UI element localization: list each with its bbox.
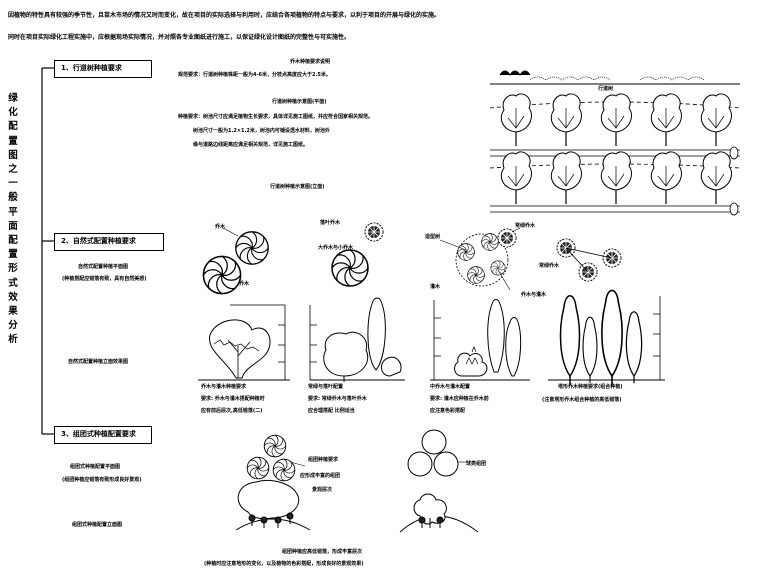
s3-elevation-2: [399, 493, 479, 533]
s1-tree-row-2: [489, 151, 741, 216]
s2-cap-3a: 中乔木与灌木配置: [430, 384, 471, 390]
section-2-label-box: 2、自然式配置种植要求: [54, 233, 164, 251]
s2-elevation-4: [548, 289, 665, 387]
s2-cap-1c: 应有前后层次,高低错落(二): [201, 408, 263, 414]
s2-cap-4a: 塔形乔木种植要求(组合种植): [558, 384, 623, 390]
vertical-title-char: 图: [8, 149, 18, 161]
header-note-1: 因植物的特性具有较强的季节性，且苗木市场的情况又时而变化，故在项目的实际选择与利…: [8, 12, 441, 19]
s2-label-g: 常绿乔木: [515, 223, 536, 229]
s2-label-i: 乔木与灌木: [521, 292, 547, 298]
vertical-title-char: 之: [8, 164, 18, 176]
vertical-title-char: 化: [8, 107, 18, 119]
s2-elevation-2: [309, 297, 405, 382]
s1-note-4: 缘与道路边线距离应满足相关规范，详见施工图纸。: [193, 142, 309, 148]
s2-elevation-3: [430, 299, 530, 381]
s3-note-1: 组团式种植配置平面图: [70, 464, 121, 470]
s1-note-title: 乔木种植要求说明: [290, 59, 331, 65]
vertical-title: 绿化配置图之一般平面配置形式效果分析: [7, 92, 19, 348]
s2-plan-group-1: [202, 227, 269, 295]
s1-tree-label: 行道树: [598, 86, 614, 92]
s2-label-f: 造型树: [425, 234, 441, 240]
s2-cap-2c: 应合理搭配 比例适当: [308, 408, 355, 414]
s3-plan-group-2: [407, 429, 468, 477]
s2-plan-group-3: [439, 227, 521, 291]
vertical-title-char: 配: [8, 121, 18, 133]
s2-label-d: 大乔木与小乔木: [318, 245, 354, 251]
vertical-title-char: 置: [8, 135, 18, 147]
vertical-title-char: 式: [8, 277, 18, 289]
section-1-label-box: 1、行道树种植要求: [54, 60, 152, 78]
vertical-title-char: 配: [8, 235, 18, 247]
section-3-label-box: 3、组团式种植配置要求: [54, 426, 152, 444]
s2-cap-3c: 应注意色彩搭配: [430, 408, 466, 414]
s3-right: 球类组团: [466, 461, 487, 467]
s3-note-1b: (组团种植应错落有致形成良好景观): [62, 477, 142, 483]
s2-cap-1b: 要求: 乔木与灌木搭配种植时: [201, 396, 265, 402]
s1-note-3: 树池尺寸一般为1.2×1.2米，树池内可铺设透水材料，树池外: [193, 128, 330, 134]
s2-elev-note: 自然式配置种植立面效果图: [68, 359, 129, 365]
s3-plan-group-1: [246, 434, 306, 482]
s2-plan-group-4: [556, 238, 622, 282]
vertical-title-char: 果: [8, 306, 18, 318]
header-note-2: 同时在项目实际绿化工程实施中，应根据现场实际情况，并对照各专业图纸进行施工，以保…: [8, 34, 351, 41]
s3-elevation-1: [235, 480, 311, 531]
vertical-title-char: 平: [8, 206, 18, 218]
s1-tree-row-1: [489, 93, 741, 160]
s2-elevation-1: [198, 304, 290, 381]
s2-label-a: 乔木: [215, 224, 226, 230]
vertical-title-char: 面: [8, 220, 18, 232]
section-bracket: [41, 67, 54, 435]
s2-label-c: 落叶乔木: [320, 220, 341, 226]
s2-cap-2b: 要求: 常绿乔木与落叶乔木: [308, 396, 367, 402]
s2-plan-note: 自然式配置种植平面图: [78, 264, 129, 270]
s1-note-2: 种植要求：树池尺寸应满足植物生长要求，具体详见施工图纸，并应符合国家相关规范。: [178, 114, 374, 120]
vertical-title-char: 置: [8, 249, 18, 261]
vertical-title-char: 析: [8, 334, 18, 346]
s2-plan-group-2: [331, 222, 384, 287]
s3-bottom: 组团种植应高低错落，形成丰富层次: [282, 549, 363, 555]
s1-note-elev-title: 行道树种植示意图(立面): [270, 184, 325, 190]
s3-bottom-2: (种植时应注意地形的变化，以及植物的色彩搭配，形成良好的景观效果): [204, 561, 364, 567]
vertical-title-char: 形: [8, 263, 18, 275]
section-2-label: 2、自然式配置种植要求: [61, 237, 136, 245]
s3-note-2: 组团式种植配置立面图: [72, 522, 123, 528]
vertical-title-char: 绿: [8, 93, 18, 104]
section-3-label: 3、组团式种植配置要求: [61, 430, 136, 438]
s2-cap-3b: 要求: 灌木应种植在乔木前: [430, 396, 489, 402]
s2-label-b: 乔木: [239, 281, 250, 287]
vertical-title-char: 一: [8, 178, 18, 190]
s2-label-j: 常绿乔木: [539, 263, 560, 269]
s2-cap-1a: 乔木与灌木种植要求: [201, 384, 247, 390]
s1-hedge-row: [490, 70, 740, 85]
vertical-title-char: 分: [8, 320, 18, 332]
s1-note-1: 规范要求：行道树种植株距一般为4-6米，分枝点高度应大于2.5米。: [178, 72, 331, 78]
s3-mid-1: 组团种植要求: [308, 457, 339, 463]
s3-mid-2: 应形成丰富的组团: [300, 473, 341, 479]
s1-note-plan-title: 行道树种植示意图(平面): [272, 99, 327, 105]
s2-label-h: 灌木: [430, 284, 441, 290]
vertical-title-char: 般: [8, 192, 18, 204]
s2-plan-note-2: (种植搭配应错落有致，具有自然美感): [62, 276, 147, 282]
s2-cap-2a: 常绿与落叶配置: [308, 384, 344, 390]
section-1-label: 1、行道树种植要求: [61, 64, 122, 72]
s3-mid-3: 景观层次: [312, 487, 333, 493]
s2-cap-4b: (注意塔形乔木组合种植的高低错落): [542, 397, 622, 403]
vertical-title-char: 效: [8, 291, 18, 303]
